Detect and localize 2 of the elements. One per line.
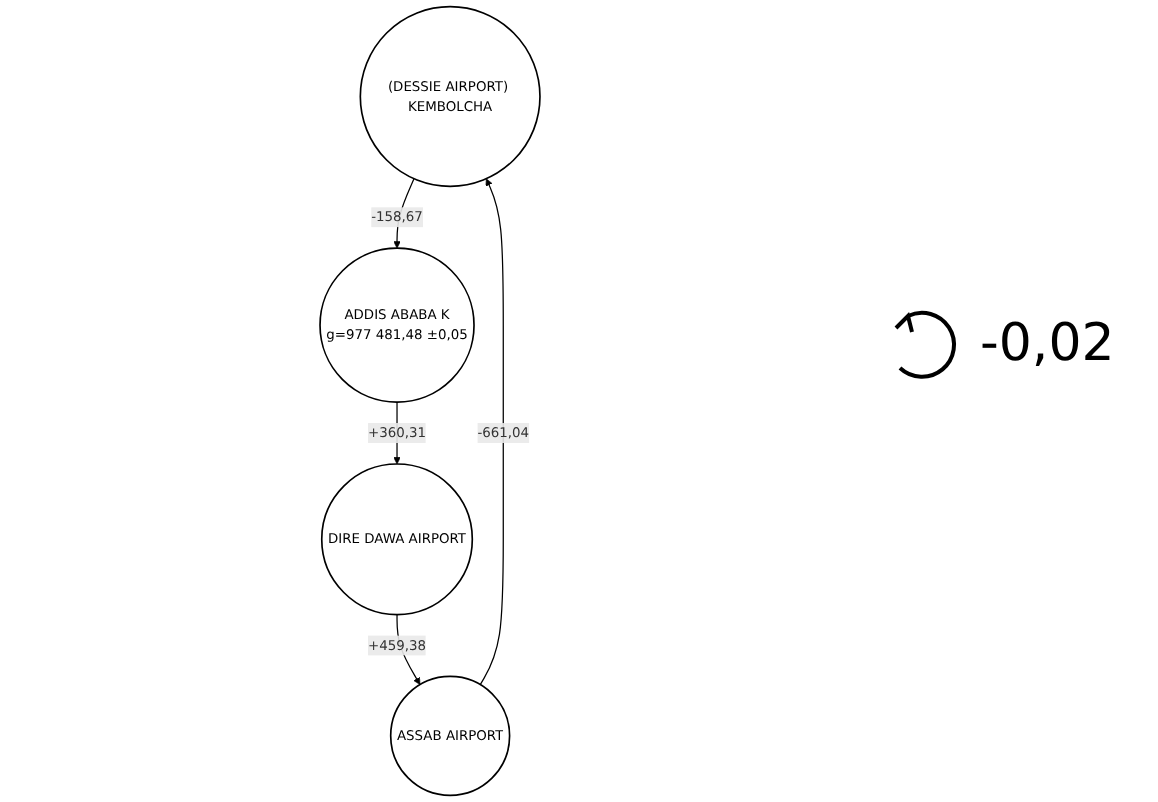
arrow [479, 178, 504, 686]
loop-closure-value: -0,02 [980, 314, 1115, 374]
